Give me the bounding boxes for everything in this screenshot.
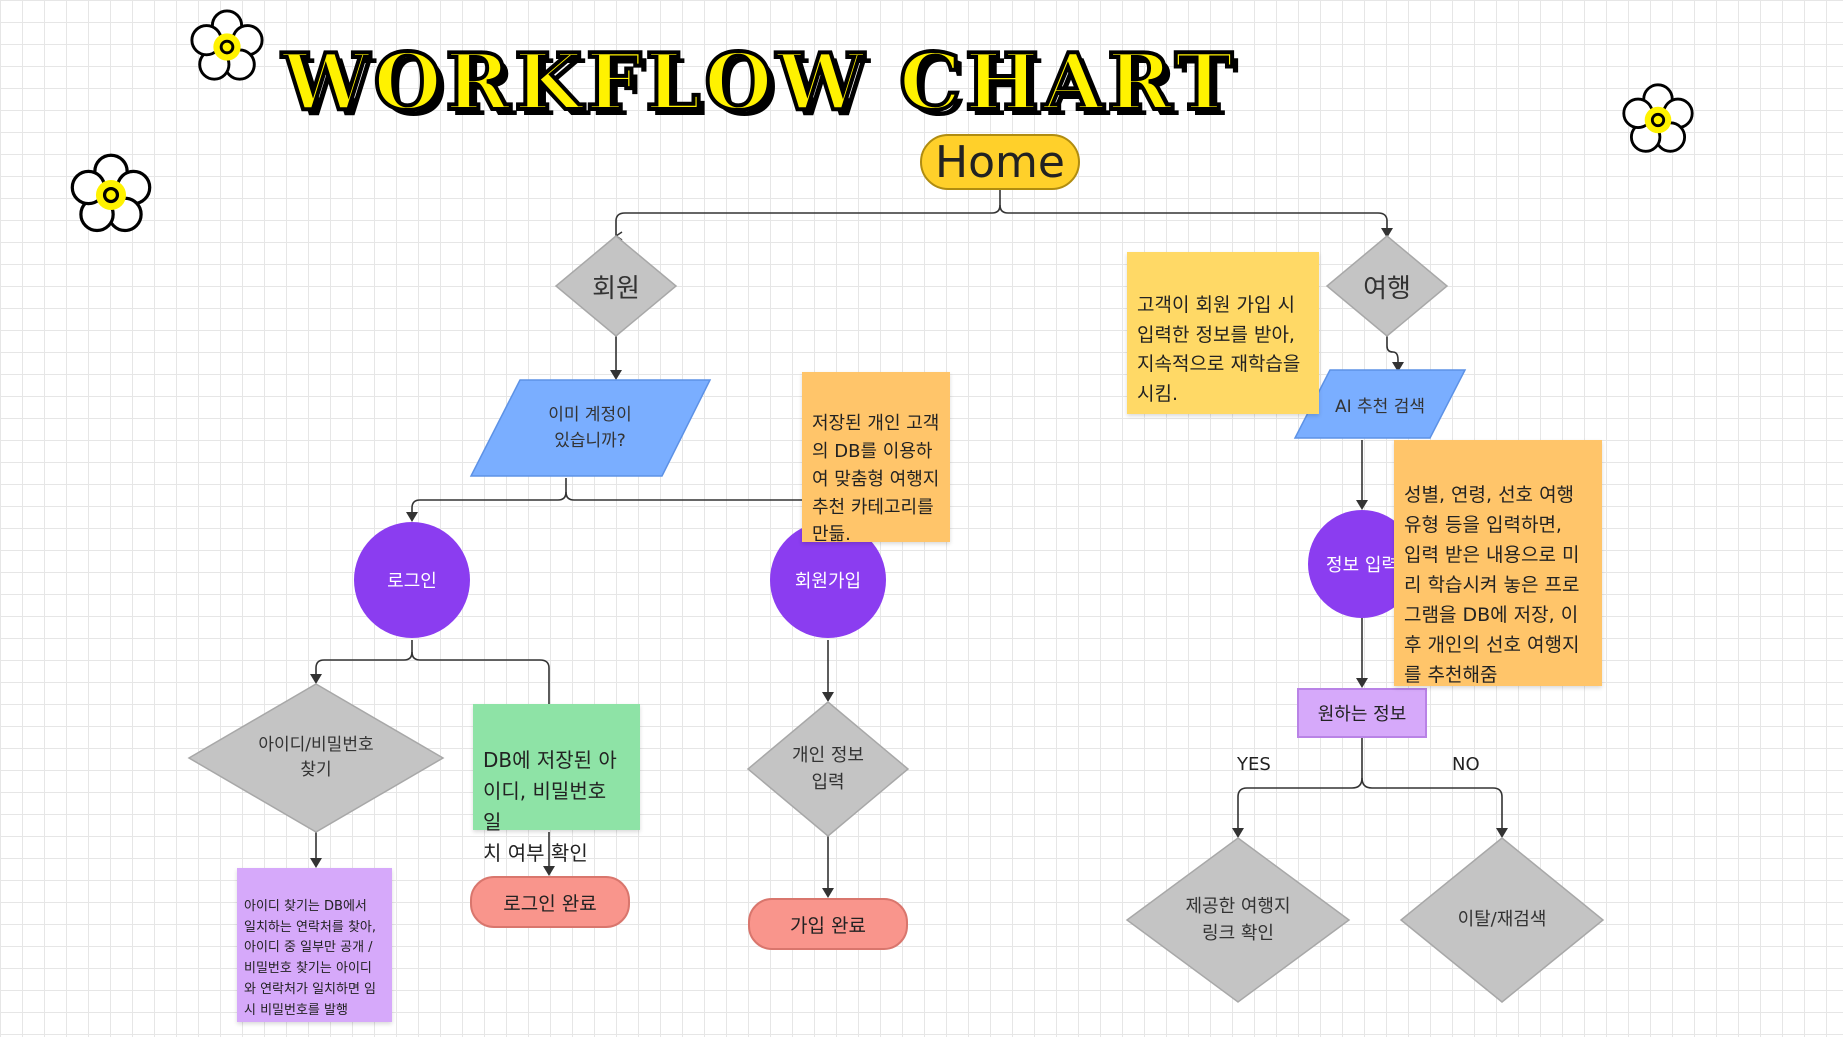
find-id-pw-label[interactable]: 아이디/비밀번호 찾기 xyxy=(258,734,374,781)
flower-icon xyxy=(1620,82,1696,158)
edge-home-member xyxy=(614,190,1001,241)
leave-research-label[interactable]: 이탈/재검색 xyxy=(1457,909,1547,930)
note-find-id[interactable]: 아이디 찾기는 DB에서 일치하는 연락처를 찾아, 아이디 중 일부만 공개 … xyxy=(237,868,392,1022)
decision-member-shape xyxy=(554,235,678,337)
personal-info-label[interactable]: 개인 정보 입력 xyxy=(792,745,864,793)
decision-leave-shape xyxy=(1399,837,1605,1003)
decision-travel-shape xyxy=(1325,235,1449,337)
note-preference[interactable]: 성별, 연령, 선호 여행 유형 등을 입력하면, 입력 받은 내용으로 미 리… xyxy=(1394,440,1602,686)
link-check-label[interactable]: 제공한 여행지 링크 확인 xyxy=(1185,896,1291,944)
edge-travel-ai xyxy=(1386,336,1399,370)
note-retrain-text: 고객이 회원 가입 시 입력한 정보를 받아, 지속적으로 재학습을 시킴. xyxy=(1137,294,1301,405)
note-retrain[interactable]: 고객이 회원 가입 시 입력한 정보를 받아, 지속적으로 재학습을 시킴. ​ xyxy=(1127,252,1319,414)
signup-done-node[interactable]: 가입 완료 xyxy=(748,898,908,950)
note-find-id-text: 아이디 찾기는 DB에서 일치하는 연락처를 찾아, 아이디 중 일부만 공개 … xyxy=(244,898,376,1018)
edge-desired-no xyxy=(1361,777,1503,836)
has-account-label[interactable]: 이미 계정이 있습니까? xyxy=(548,404,632,451)
member-label[interactable]: 회원 xyxy=(592,273,640,304)
desired-info-node[interactable]: 원하는 정보 xyxy=(1297,688,1427,738)
process-info-shape xyxy=(1308,510,1416,618)
process-login-shape xyxy=(354,522,470,638)
note-preference-text: 성별, 연령, 선호 여행 유형 등을 입력하면, 입력 받은 내용으로 미 리… xyxy=(1404,484,1580,687)
edge-desired-yes xyxy=(1237,738,1363,836)
page-title: WORKFLOW CHART xyxy=(280,35,1237,130)
travel-label[interactable]: 여행 xyxy=(1363,273,1411,304)
signup-label[interactable]: 회원가입 xyxy=(794,571,862,592)
edge-login-split xyxy=(315,640,413,682)
ai-search-label[interactable]: AI 추천 검색 xyxy=(1334,396,1425,417)
edge-account-split xyxy=(411,478,567,520)
yes-label: YES xyxy=(1237,754,1271,775)
info-input-label[interactable]: 정보 입력 xyxy=(1326,555,1398,576)
no-label: NO xyxy=(1452,754,1480,775)
decision-personal-shape xyxy=(746,701,910,837)
input-ai-shape xyxy=(1293,369,1467,439)
login-label[interactable]: 로그인 xyxy=(387,571,437,592)
note-db-category-text: 저장된 개인 고객 의 DB를 이용하 여 맞춤형 여행지 추천 카테고리를 만… xyxy=(812,412,940,546)
process-signup-shape xyxy=(770,522,886,638)
input-account-shape xyxy=(469,379,712,477)
home-node[interactable]: Home xyxy=(920,134,1080,190)
flower-icon xyxy=(68,152,154,238)
edge-home-travel xyxy=(999,204,1388,236)
note-db-category[interactable]: 저장된 개인 고객 의 DB를 이용하 여 맞춤형 여행지 추천 카테고리를 만… xyxy=(802,372,950,545)
note-db-check[interactable]: DB에 저장된 아 이디, 비밀번호 일 치 여부 확인 xyxy=(473,704,640,865)
login-done-node[interactable]: 로그인 완료 xyxy=(470,876,630,928)
flower-icon xyxy=(188,8,266,86)
edge-login-db xyxy=(411,651,550,704)
decision-find-shape xyxy=(187,683,445,833)
decision-link-shape xyxy=(1125,837,1351,1003)
note-db-check-text: DB에 저장된 아 이디, 비밀번호 일 치 여부 확인 xyxy=(483,748,617,865)
edge-account-signup xyxy=(565,491,829,520)
